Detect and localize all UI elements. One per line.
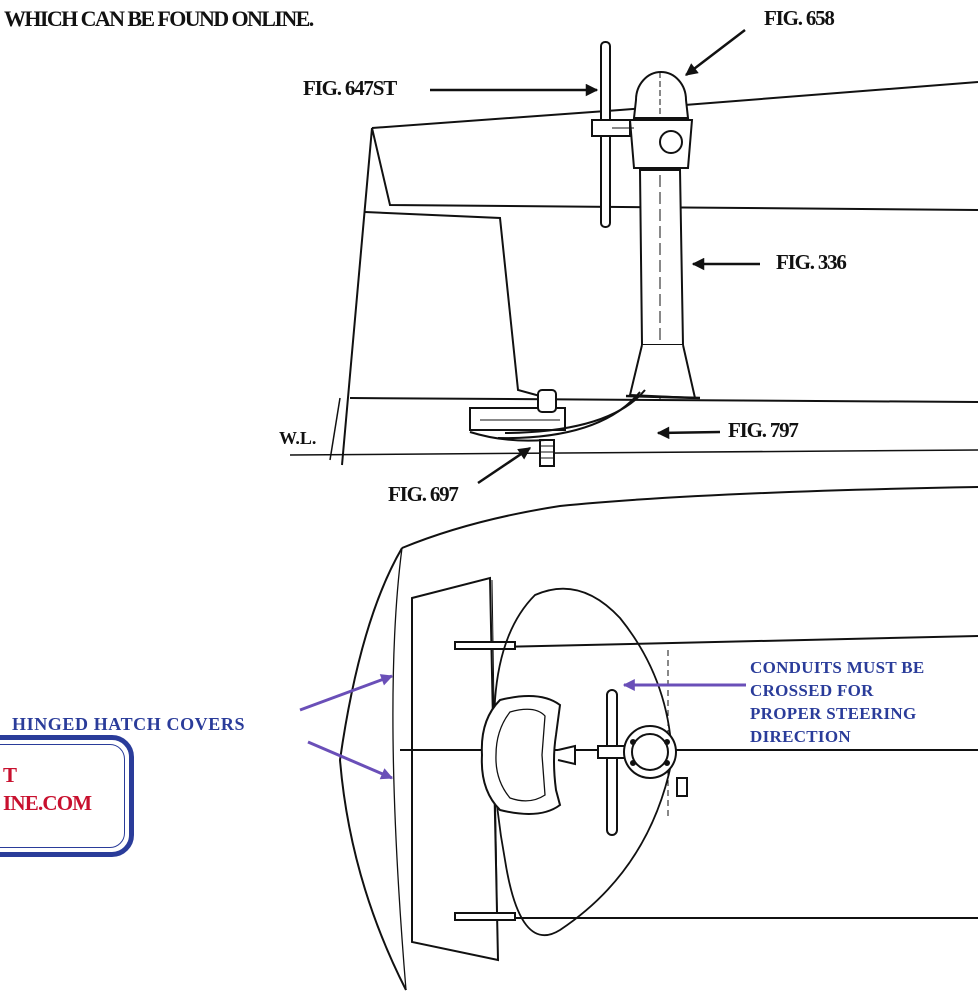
hatch-label: HINGED HATCH COVERS [12,714,246,734]
promo-line-2: INE.COM [3,791,92,815]
label-fig-336: FIG. 336 [776,250,847,274]
label-arrows [430,29,760,485]
conduits-note-line: CONDUITS MUST BE [750,658,925,677]
hull-line [349,397,978,403]
promo-box-inner-border [0,744,125,848]
side-view [289,81,978,466]
rudder-assembly [469,389,566,467]
conduits-note-line: PROPER STEERING [750,704,917,723]
bow-outline [341,127,978,466]
purple-arrows [299,674,746,780]
label-fig-658: FIG. 658 [764,6,835,30]
deck-line [371,81,978,129]
steering-pedestal [625,71,701,400]
label-fig-797: FIG. 797 [728,418,799,442]
conduits-note-line: CROSSED FOR [750,681,874,700]
promo-line-1: T [3,763,17,787]
waterline [289,449,978,456]
steering-wheel-side [591,41,634,228]
cabin-outline [364,211,541,397]
label-waterline: W.L. [279,428,317,448]
conduits [497,389,646,440]
label-fig-647st: FIG. 647ST [303,76,397,100]
steering-wheel-top [597,689,688,836]
conduits-note: CONDUITS MUST BE CROSSED FOR PROPER STEE… [750,656,925,748]
label-fig-697: FIG. 697 [388,482,459,506]
conduits-note-line: DIRECTION [750,727,851,746]
hull-top-outline [401,486,978,549]
rudder-quadrant-top [480,695,576,815]
header-text: WHICH CAN BE FOUND ONLINE. [4,6,314,31]
promo-box[interactable]: T INE.COM [0,735,134,857]
